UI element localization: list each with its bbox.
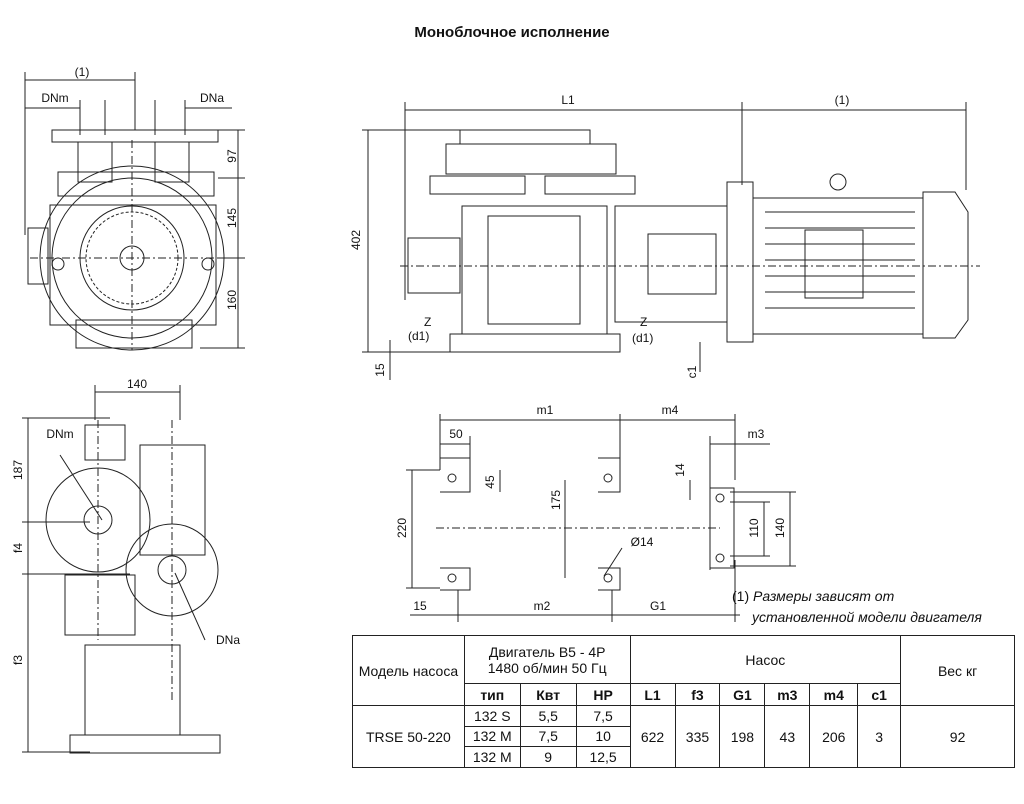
cell-type: 132 M <box>463 746 521 768</box>
side-z-left: Z <box>424 315 431 329</box>
th-pump: Насос <box>629 635 902 684</box>
table-row: TRSE 50-220 132 S 5,5 7,5 622 335 198 43… <box>352 705 1015 768</box>
fp-dim-g1: G1 <box>650 599 666 613</box>
side-dim-c1: c1 <box>685 365 699 378</box>
th-m4: m4 <box>809 683 859 706</box>
fp-dim-m3: m3 <box>748 427 765 441</box>
fp-dim-45: 45 <box>483 475 497 489</box>
fp-dim-m2: m2 <box>534 599 551 613</box>
top-dim-140: 140 <box>127 377 147 391</box>
fp-dim-15: 15 <box>413 599 427 613</box>
fp-dim-m1: m1 <box>537 403 554 417</box>
th-motor-line1: Двигатель B5 - 4P <box>488 643 606 660</box>
fp-dim-110: 110 <box>747 518 761 537</box>
side-z-right: Z <box>640 315 647 329</box>
footnote-number: (1) <box>732 588 750 604</box>
th-l1: L1 <box>629 683 676 706</box>
top-view: 140 DNm DNa 187 f4 f3 <box>11 377 240 754</box>
side-dim-paren1: (1) <box>835 93 850 107</box>
footnote: (1) Размеры зависят от установленной мод… <box>732 586 982 628</box>
cell-l1: 622 <box>629 705 676 768</box>
top-dna-label: DNa <box>216 633 240 647</box>
cell-hp: 12,5 <box>575 746 631 768</box>
fp-dim-50: 50 <box>449 427 463 441</box>
top-dim-f4: f4 <box>11 543 25 553</box>
cell-c1: 3 <box>857 705 902 768</box>
cell-f3: 335 <box>674 705 721 768</box>
cell-hp: 7,5 <box>575 705 631 727</box>
cell-g1: 198 <box>719 705 766 768</box>
page-title: Моноблочное исполнение <box>414 24 610 41</box>
th-motor-line2: 1480 об/мин 50 Гц <box>487 659 607 676</box>
front-view: (1) DNm DNa 97 145 160 <box>24 65 245 351</box>
th-type: тип <box>463 683 521 706</box>
cell-hp: 10 <box>575 725 631 748</box>
top-dim-f3: f3 <box>11 655 25 665</box>
fp-dim-14: 14 <box>673 463 687 477</box>
cell-model: TRSE 50-220 <box>352 705 465 768</box>
th-motor: Двигатель B5 - 4P 1480 об/мин 50 Гц <box>463 635 631 684</box>
front-dim-145: 145 <box>225 208 239 228</box>
table-row: 132 M 7,5 10 <box>353 725 1015 748</box>
th-hp: HP <box>575 683 631 706</box>
th-m3: m3 <box>764 683 811 706</box>
footprint-view: m1 m4 m3 50 45 175 220 14 110 140 Ø14 15… <box>395 403 796 622</box>
cell-kw: 9 <box>519 746 577 768</box>
side-dim-15: 15 <box>373 363 387 377</box>
side-d1-right: (d1) <box>632 331 653 345</box>
cell-kw: 7,5 <box>519 725 577 748</box>
th-model: Модель насоса <box>352 635 465 706</box>
front-dim-paren1: (1) <box>75 65 90 79</box>
side-view: L1 (1) 402 15 c1 Z (d1) Z (d1) <box>349 93 980 380</box>
cell-m4: 206 <box>809 705 859 768</box>
footnote-line2: установленной модели двигателя <box>752 609 982 625</box>
spec-table: Модель насоса Двигатель B5 - 4P 1480 об/… <box>352 635 1015 768</box>
cell-kw: 5,5 <box>519 705 577 727</box>
th-c1: c1 <box>857 683 902 706</box>
th-g1: G1 <box>719 683 766 706</box>
front-dim-160: 160 <box>225 290 239 310</box>
th-kw: Квт <box>519 683 577 706</box>
th-f3: f3 <box>674 683 721 706</box>
top-dnm-label: DNm <box>46 427 73 441</box>
fp-dim-140: 140 <box>773 518 787 538</box>
table-row: 132 M 9 12,5 <box>353 746 1015 768</box>
front-dna-label: DNa <box>200 91 224 105</box>
cell-m3: 43 <box>764 705 811 768</box>
th-weight: Вес кг <box>900 635 1015 706</box>
front-dnm-label: DNm <box>41 91 68 105</box>
cell-type: 132 M <box>463 725 521 748</box>
side-dim-l1: L1 <box>561 93 575 107</box>
footnote-line1: Размеры зависят от <box>753 588 895 604</box>
side-dim-402: 402 <box>349 230 363 250</box>
front-dim-97: 97 <box>225 149 239 163</box>
fp-dim-phi14: Ø14 <box>631 535 654 549</box>
fp-dim-m4: m4 <box>662 403 679 417</box>
side-d1-left: (d1) <box>408 329 429 343</box>
top-dim-187: 187 <box>11 460 25 480</box>
cell-type: 132 S <box>463 705 521 727</box>
fp-dim-220: 220 <box>395 518 409 538</box>
cell-weight: 92 <box>900 705 1015 768</box>
fp-dim-175: 175 <box>549 490 563 510</box>
